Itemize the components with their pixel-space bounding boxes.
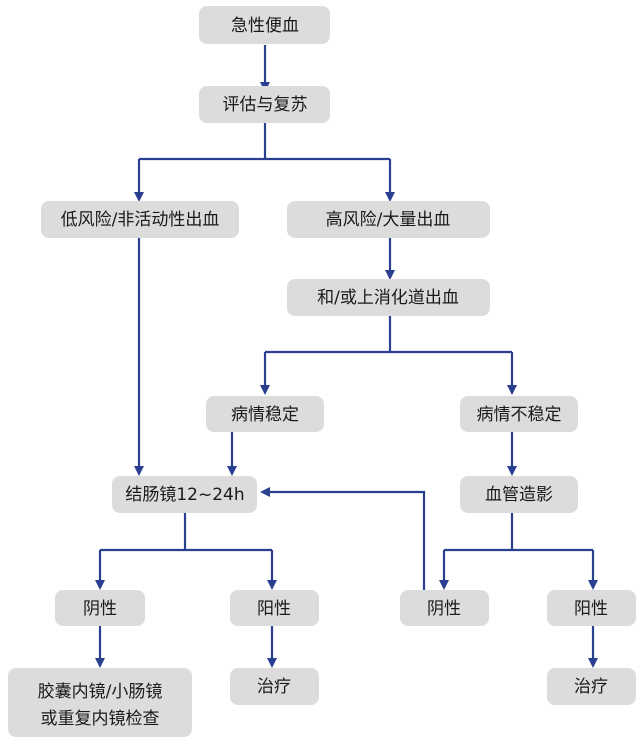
node-low-risk: 低风险/非活动性出血 <box>41 201 239 238</box>
edge-uppergi-split <box>263 316 514 389</box>
node-upper-gi-bleeding: 和/或上消化道出血 <box>287 279 490 316</box>
node-colonoscopy-positive: 阳性 <box>230 590 319 626</box>
node-assess-resuscitate: 评估与复苏 <box>199 86 330 123</box>
node-treatment-right: 治疗 <box>547 668 636 705</box>
node-unstable: 病情不稳定 <box>460 396 578 432</box>
arrowhead <box>439 580 449 590</box>
node-angiography: 血管造影 <box>460 476 578 513</box>
arrowhead <box>95 580 105 590</box>
node-treatment-left: 治疗 <box>230 668 319 705</box>
node-colonoscopy-negative: 阴性 <box>55 590 145 626</box>
arrowhead <box>227 466 237 476</box>
node-label: 高风险/大量出血 <box>326 210 451 230</box>
node-label: 阴性 <box>83 599 117 619</box>
arrowhead <box>507 385 517 395</box>
node-label: 阳性 <box>574 599 608 619</box>
node-label: 阳性 <box>257 599 291 619</box>
node-stable: 病情稳定 <box>206 396 324 432</box>
node-label: 急性便血 <box>231 16 299 36</box>
node-label: 病情不稳定 <box>477 405 562 425</box>
node-angiography-positive: 阳性 <box>547 590 636 626</box>
arrowhead <box>588 658 598 668</box>
arrowhead <box>588 580 598 590</box>
arrowhead <box>260 487 270 497</box>
edge-colonoscopy-split <box>98 513 274 584</box>
arrowhead <box>134 466 144 476</box>
connectors <box>95 45 598 668</box>
arrowhead <box>385 270 395 280</box>
arrowhead <box>95 658 105 668</box>
edge-assess-split <box>137 123 392 196</box>
node-acute-hematochezia: 急性便血 <box>199 6 330 44</box>
node-colonoscopy: 结肠镜12~24h <box>112 476 257 513</box>
node-label: 低风险/非活动性出血 <box>61 210 220 230</box>
node-label-line1: 胶囊内镜/小肠镜 <box>38 682 163 702</box>
arrowhead <box>385 192 395 202</box>
arrowhead <box>260 385 270 395</box>
arrowhead <box>134 192 144 202</box>
edge-angio-negative-to-colonoscopy <box>266 490 426 590</box>
node-label: 治疗 <box>574 677 608 697</box>
node-label: 结肠镜12~24h <box>125 485 244 505</box>
node-label: 和/或上消化道出血 <box>317 288 459 308</box>
node-label: 病情稳定 <box>231 405 299 425</box>
node-capsule-endoscopy: 胶囊内镜/小肠镜 或重复内镜检查 <box>8 668 192 737</box>
arrowhead <box>267 658 277 668</box>
node-label: 血管造影 <box>485 485 553 505</box>
node-label: 评估与复苏 <box>223 95 308 115</box>
node-angiography-negative: 阴性 <box>400 590 489 626</box>
arrowhead <box>267 580 277 590</box>
edge-angiography-split <box>442 513 595 584</box>
node-label-line2: 或重复内镜检查 <box>41 709 160 729</box>
node-high-risk: 高风险/大量出血 <box>287 201 490 238</box>
node-label: 治疗 <box>257 677 291 697</box>
arrowhead <box>507 466 517 476</box>
node-label: 阴性 <box>427 599 461 619</box>
